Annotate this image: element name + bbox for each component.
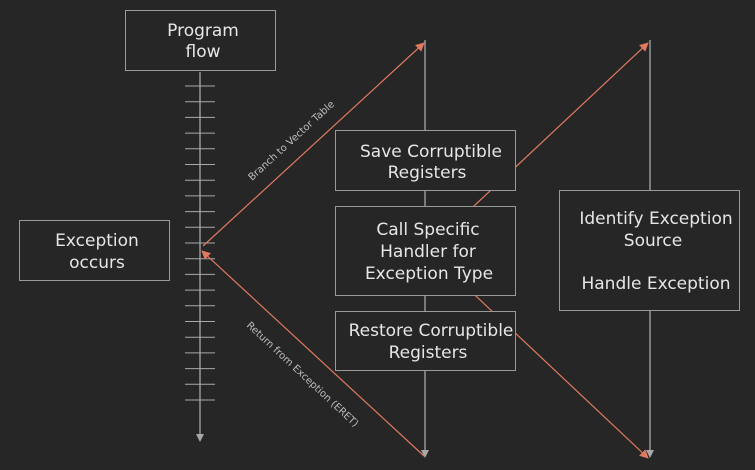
- timeline-ticks: [185, 85, 215, 401]
- program-timeline: [185, 72, 215, 442]
- save-registers-box: Save Corruptible Registers: [335, 130, 516, 191]
- program-flow-label-line1: Program: [167, 21, 239, 41]
- call-handler-line2: Handler for: [380, 242, 476, 262]
- save-registers-line1: Save Corruptible: [360, 142, 502, 162]
- restore-registers-line1: Restore Corruptible: [349, 321, 514, 341]
- handle-exception-line: Handle Exception: [581, 274, 730, 294]
- identify-source-line2: Source: [624, 231, 682, 251]
- exception-occurs-line1: Exception: [55, 231, 139, 251]
- restore-registers-box: Restore Corruptible Registers: [335, 311, 516, 371]
- call-handler-box: Call Specific Handler for Exception Type: [335, 206, 516, 296]
- call-handler-line3: Exception Type: [365, 264, 493, 284]
- call-handler-line1: Call Specific: [376, 220, 479, 240]
- restore-registers-line2: Registers: [389, 343, 468, 363]
- return-arrow: [201, 250, 425, 457]
- identify-source-box: Identify Exception Source Handle Excepti…: [559, 190, 740, 311]
- exception-occurs-box: Exception occurs: [19, 220, 170, 281]
- program-flow-box: Program flow: [125, 10, 276, 71]
- program-flow-label-line2: flow: [185, 42, 220, 62]
- exception-occurs-line2: occurs: [69, 253, 125, 273]
- branch-edge-label: Branch to Vector Table: [247, 99, 337, 183]
- identify-source-line1: Identify Exception: [579, 209, 732, 229]
- branch-arrow: [202, 42, 425, 247]
- save-registers-line2: Registers: [388, 163, 467, 183]
